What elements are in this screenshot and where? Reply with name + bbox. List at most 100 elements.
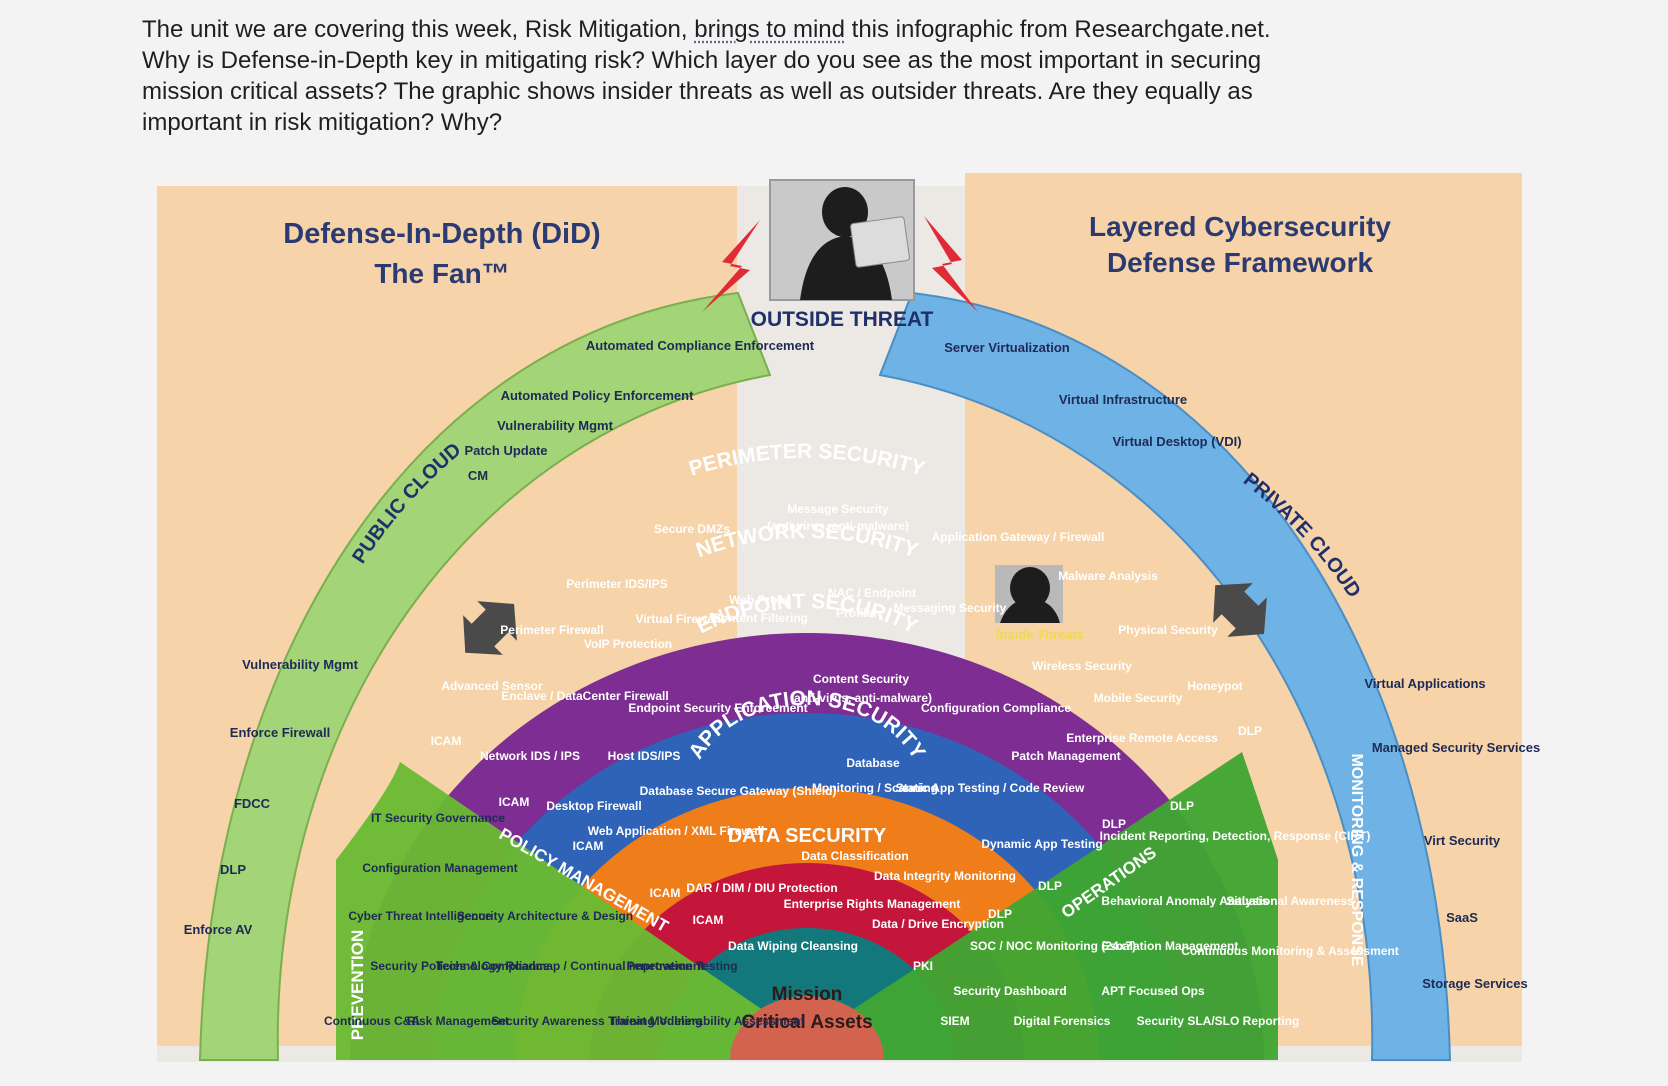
public-cloud-item: CM [468, 468, 488, 483]
network-item: Wireless Security [1032, 659, 1132, 673]
network-item: Mobile Security [1094, 691, 1183, 705]
right-outer-item: Managed Security Services [1372, 740, 1540, 755]
operations-item: Escalation Management [1102, 939, 1239, 953]
monitoring-response-title: MONITORING & RESPONSE [1348, 753, 1365, 966]
application-item: Database [846, 756, 900, 770]
perimeter-item: Advanced Sensor [441, 679, 543, 693]
right-title-line-1: Layered Cybersecurity [1089, 211, 1391, 242]
public-cloud-item: Automated Compliance Enforcement [586, 338, 815, 353]
application-item: DLP [1038, 879, 1062, 893]
data-item: Data Wiping Cleansing [728, 939, 858, 953]
policy-item: Continuous C&A [324, 1014, 420, 1028]
public-cloud-item: Vulnerability Mgmt [497, 418, 613, 433]
endpoint-item: Host IDS/IPS [608, 749, 681, 763]
policy-item: Security Policies & Compliance [370, 959, 550, 973]
insider-image [995, 565, 1063, 623]
operations-item: SIEM [940, 1014, 969, 1028]
left-double-arrow-icon [463, 601, 517, 655]
operations-item: Continuous Monitoring & Assessment [1181, 944, 1399, 958]
network-item: VoIP Protection [584, 637, 672, 651]
policy-item: Security Architecture & Design [457, 909, 633, 923]
right-outer-item: Storage Services [1422, 976, 1528, 991]
perimeter-item: Physical Security [1118, 623, 1218, 637]
endpoint-item: Content Security [813, 672, 909, 686]
policy-item: Vulnerability Assessment [659, 1014, 804, 1028]
public-cloud-item: Patch Update [464, 443, 547, 458]
perimeter-item: ICAM [431, 734, 462, 748]
perimeter-item: Malware Analysis [1058, 569, 1158, 583]
policy-item: Threat Modeling [610, 1014, 703, 1028]
left-outer-item: DLP [220, 862, 246, 877]
public-cloud-band [198, 291, 772, 1061]
application-item: Dynamic App Testing [981, 837, 1102, 851]
endpoint-item: ICAM [573, 839, 604, 853]
left-title-line-1: Defense-In-Depth (DiD) [283, 218, 600, 250]
private-cloud-item: Virtual Infrastructure [1059, 392, 1187, 407]
policy-item: Configuration Management [362, 861, 517, 875]
operations-item: Security Dashboard [953, 984, 1066, 998]
brings-to-mind-link[interactable]: brings to mind [694, 16, 845, 43]
endpoint-item: DLP [1102, 817, 1126, 831]
endpoint-item: (anti-virus, anti-malware) [790, 691, 932, 705]
prevention-title: PREVENTION [348, 930, 367, 1041]
private-cloud-item: Virtual Desktop (VDI) [1112, 434, 1241, 449]
policy-item: Technology Roadmap / Continual Improveme… [436, 959, 704, 973]
operations-sector [807, 752, 1278, 1060]
perimeter-item: Application Gateway / Firewall [932, 530, 1105, 544]
network-item: NAC / Endpoint [828, 586, 916, 600]
inside-threats-label: Inside Threats [996, 627, 1084, 642]
private-cloud-item: Server Virtualization [944, 340, 1070, 355]
network-item: Virtual Firewall [635, 612, 720, 626]
data-item: ICAM [693, 913, 724, 927]
perimeter-item: Perimeter IDS/IPS [566, 577, 667, 591]
data-item: PKI [913, 959, 933, 973]
operations-item: Behavioral Anomaly Analysis [1101, 894, 1269, 908]
application-item: Monitoring / Scanning [812, 781, 938, 795]
data-item: DAR / DIM / DIU Protection [686, 881, 837, 895]
endpoint-item: Configuration Compliance [921, 701, 1071, 715]
network-item: Enterprise Remote Access [1066, 731, 1218, 745]
question-part-2: this infographic from Researchgate.net. … [142, 16, 1271, 136]
policy-item: Penetration Testing [626, 959, 737, 973]
application-item: Database Secure Gateway (Shield) [640, 784, 837, 798]
data-security-title: DATA SECURITY [728, 825, 887, 847]
perimeter-item: Honeypot [1187, 679, 1242, 693]
right-outer-item: SaaS [1446, 910, 1478, 925]
mission-label-2: Critical Assets [741, 1012, 872, 1033]
operations-item: Incident Reporting, Detection, Response … [1100, 829, 1371, 843]
network-item: Enclave / DataCenter Firewall [501, 689, 668, 703]
operations-item: APT Focused Ops [1101, 984, 1205, 998]
right-outer-item: Virtual Applications [1364, 676, 1485, 691]
operations-item: Situational Awareness [1226, 894, 1354, 908]
operations-item: SOC / NOC Monitoring (24x7) [970, 939, 1136, 953]
question-text: The unit we are covering this week, Risk… [142, 14, 1312, 138]
right-outer-item: Virt Security [1424, 833, 1501, 848]
perimeter-item: (anti-virus, anti-malware) [767, 519, 909, 533]
left-outer-item: Enforce Firewall [230, 725, 330, 740]
operations-item: Digital Forensics [1014, 1014, 1111, 1028]
network-item: Content Filtering [712, 611, 808, 625]
network-item: Web Proxy [729, 593, 791, 607]
public-cloud-item: Automated Policy Enforcement [501, 388, 695, 403]
left-title-line-2: The Fan™ [374, 258, 509, 289]
data-item: Data Classification [801, 849, 908, 863]
mission-label-1: Mission [772, 984, 843, 1005]
outside-threat-label: OUTSIDE THREAT [751, 308, 934, 331]
right-title-line-2: Defense Framework [1107, 247, 1374, 278]
endpoint-item: Endpoint Security Enforcement [628, 701, 807, 715]
question-part-1: The unit we are covering this week, Risk… [142, 16, 695, 43]
data-item: Data / Drive Encryption [872, 917, 1004, 931]
application-item: Static App Testing / Code Review [896, 781, 1085, 795]
perimeter-item: Message Security [787, 502, 889, 516]
operations-item: Security SLA/SLO Reporting [1137, 1014, 1300, 1028]
right-double-arrow-icon [1213, 583, 1267, 637]
hacker-image [769, 179, 915, 301]
network-item: Network IDS / IPS [480, 749, 580, 763]
endpoint-item: Patch Management [1011, 749, 1120, 763]
policy-item: Risk Management [407, 1014, 509, 1028]
left-lightning-icon [702, 220, 760, 312]
mission-critical-assets [730, 996, 884, 1060]
right-lightning-icon [924, 216, 978, 312]
policy-item: IT Security Governance [371, 811, 505, 825]
